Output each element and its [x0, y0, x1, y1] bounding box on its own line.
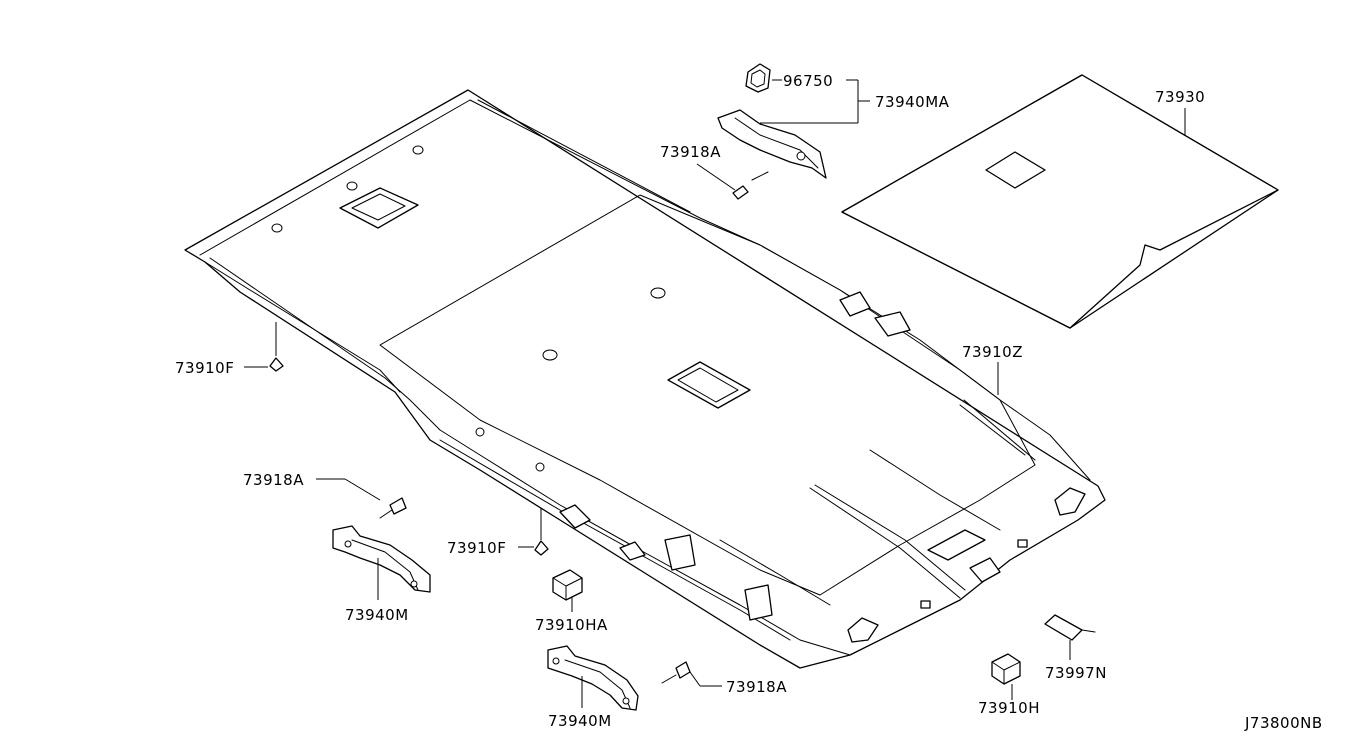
clip-73910F-mid [534, 508, 549, 556]
leader-lines [244, 79, 1186, 708]
label-73910HA: 73910HA [535, 616, 608, 634]
label-73940M-left: 73940M [345, 606, 409, 624]
clip-73910HA [552, 569, 583, 601]
label-73910H: 73910H [978, 699, 1040, 717]
headlining-panel [184, 89, 1106, 669]
clip-73910F-left [269, 322, 284, 372]
label-73918A-left: 73918A [243, 471, 304, 489]
label-73910F-mid: 73910F [447, 539, 506, 557]
label-73918A-bottom: 73918A [726, 678, 787, 696]
label-73910F-left: 73910F [175, 359, 234, 377]
screw-top [732, 171, 769, 200]
assist-grip-left [332, 525, 431, 593]
label-73918A-top: 73918A [660, 143, 721, 161]
label-73910Z: 73910Z [962, 343, 1023, 361]
label-73940MA: 73940MA [875, 93, 950, 111]
clip-73910H [991, 653, 1021, 685]
silencer-panel [841, 74, 1279, 329]
label-73997N: 73997N [1045, 664, 1107, 682]
bracket-73997N [1044, 614, 1096, 641]
label-73940M-bottom: 73940M [548, 712, 612, 730]
screw-left [379, 497, 407, 519]
assist-grip-bottom [547, 645, 639, 711]
screw-bottom [661, 661, 691, 684]
part-labels: 96750 73940MA 73930 73918A 73910Z 73910F… [175, 72, 1323, 732]
label-96750: 96750 [783, 72, 833, 90]
label-73930: 73930 [1155, 88, 1205, 106]
assist-grip-top [717, 109, 827, 179]
cover-96750 [745, 63, 771, 93]
diagram-id: J73800NB [1244, 714, 1323, 732]
